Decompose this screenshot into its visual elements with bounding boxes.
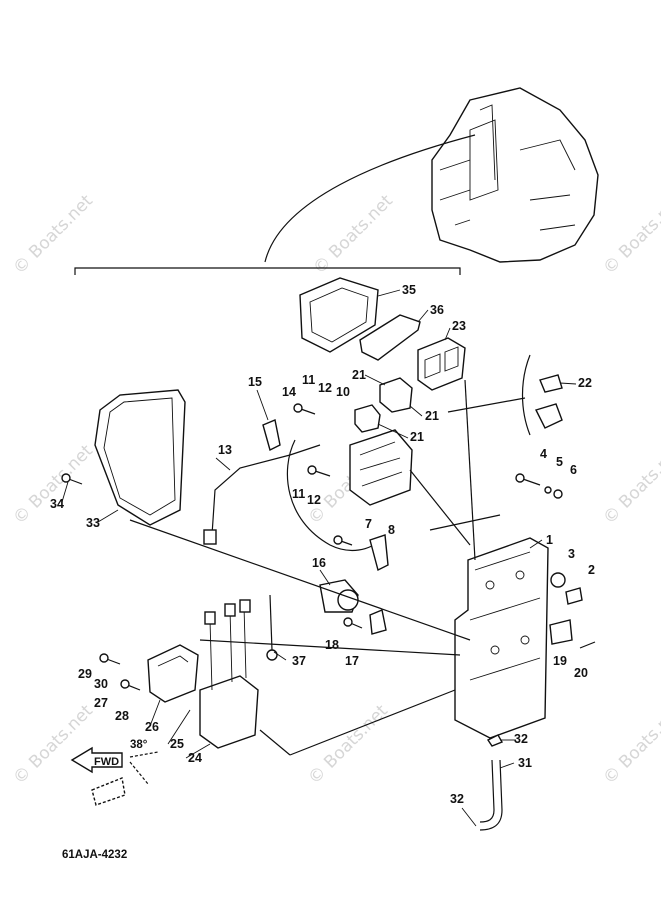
watermark: © Boats.net [9, 191, 97, 279]
part-cover [94, 389, 186, 526]
callout-label: 12 [307, 493, 321, 507]
callout-label: 1 [546, 533, 553, 547]
watermark: © Boats.net [599, 701, 661, 789]
diagram-code: 61AJA-4232 [62, 849, 127, 861]
part-bolt [579, 641, 596, 649]
callout-label: 33 [86, 516, 100, 530]
callout-labels: 1 2 3 4 5 6 7 8 10 11 11 12 12 13 14 15 … [50, 283, 595, 806]
wire-harness [286, 439, 381, 552]
callout-label: 32 [450, 792, 464, 806]
callout-label: 28 [115, 709, 129, 723]
callout-label: 2 [588, 563, 595, 577]
part-wire-terminal [266, 649, 278, 661]
part-ignition-coil [147, 644, 199, 703]
construction-lines [129, 379, 526, 756]
callout-label: 3 [568, 547, 575, 561]
leader-lines [61, 289, 577, 827]
part-clip [486, 734, 504, 747]
engine-leader-line [264, 134, 476, 263]
callout-label: 22 [578, 376, 592, 390]
callout-label: 21 [425, 409, 439, 423]
callout-label: 7 [365, 517, 372, 531]
callout-label: 36 [430, 303, 444, 317]
callout-label: 27 [94, 696, 108, 710]
callout-label: 12 [318, 381, 332, 395]
callout-label: 5 [556, 455, 563, 469]
callout-label: 30 [94, 677, 108, 691]
callout-label: 32 [514, 732, 528, 746]
callout-label: 16 [312, 556, 326, 570]
callout-label: 15 [248, 375, 262, 389]
callout-label: 10 [336, 385, 350, 399]
forward-direction-indicator: FWD 38° [70, 739, 159, 806]
callout-label: 23 [452, 319, 466, 333]
part-box-cover [299, 277, 379, 353]
part-wire-terminal [203, 529, 217, 545]
part-bracket [369, 609, 387, 635]
part-cap [262, 419, 281, 452]
watermark: © Boats.net [9, 441, 97, 529]
fasteners [61, 403, 563, 691]
part-starter-relay [319, 579, 359, 613]
callout-label: 21 [352, 368, 366, 382]
forward-label: FWD [94, 756, 119, 768]
part-ground-wire [269, 594, 273, 651]
callout-label: 17 [345, 654, 359, 668]
callout-label: 8 [388, 523, 395, 537]
angle-label: 38° [130, 739, 148, 751]
group-bracket [74, 267, 461, 275]
part-connector [379, 377, 413, 413]
callout-label: 21 [410, 430, 424, 444]
part-hose [479, 759, 503, 831]
part-cdi-unit [199, 599, 259, 749]
part-plate [369, 534, 389, 572]
part-clamp [549, 619, 573, 645]
callout-label: 14 [282, 385, 296, 399]
part-relay [417, 337, 466, 391]
callout-label: 19 [553, 654, 567, 668]
callout-label: 4 [540, 447, 547, 461]
part-gasket [359, 314, 421, 361]
part-grommet [550, 572, 566, 588]
callout-label: 31 [518, 756, 532, 770]
callout-label: 29 [78, 667, 92, 681]
callout-label: 11 [302, 373, 315, 387]
detail-bracket [521, 354, 531, 436]
callout-label: 26 [145, 720, 159, 734]
watermark: © Boats.net [9, 701, 97, 789]
part-connector [354, 404, 381, 433]
watermark: © Boats.net [599, 441, 661, 529]
engine-outline [431, 87, 599, 263]
callout-label: 11 [292, 487, 305, 501]
part-hose [479, 759, 495, 823]
part-bracket-plate [454, 537, 549, 739]
watermark: © Boats.net [599, 191, 661, 279]
callout-label: 13 [218, 443, 232, 457]
part-lead-wire [211, 444, 321, 536]
callout-label: 25 [170, 737, 184, 751]
watermark: © Boats.net [309, 191, 397, 279]
callout-label: 35 [402, 283, 416, 297]
part-collar [565, 587, 583, 605]
callout-label: 18 [325, 638, 339, 652]
part-bracket-clip [539, 374, 563, 393]
callout-label: 34 [50, 497, 64, 511]
callout-label: 6 [570, 463, 577, 477]
callout-label: 37 [292, 654, 306, 668]
callout-label: 20 [574, 666, 588, 680]
part-rectifier [349, 429, 413, 506]
part-bracket-clip [535, 403, 563, 429]
